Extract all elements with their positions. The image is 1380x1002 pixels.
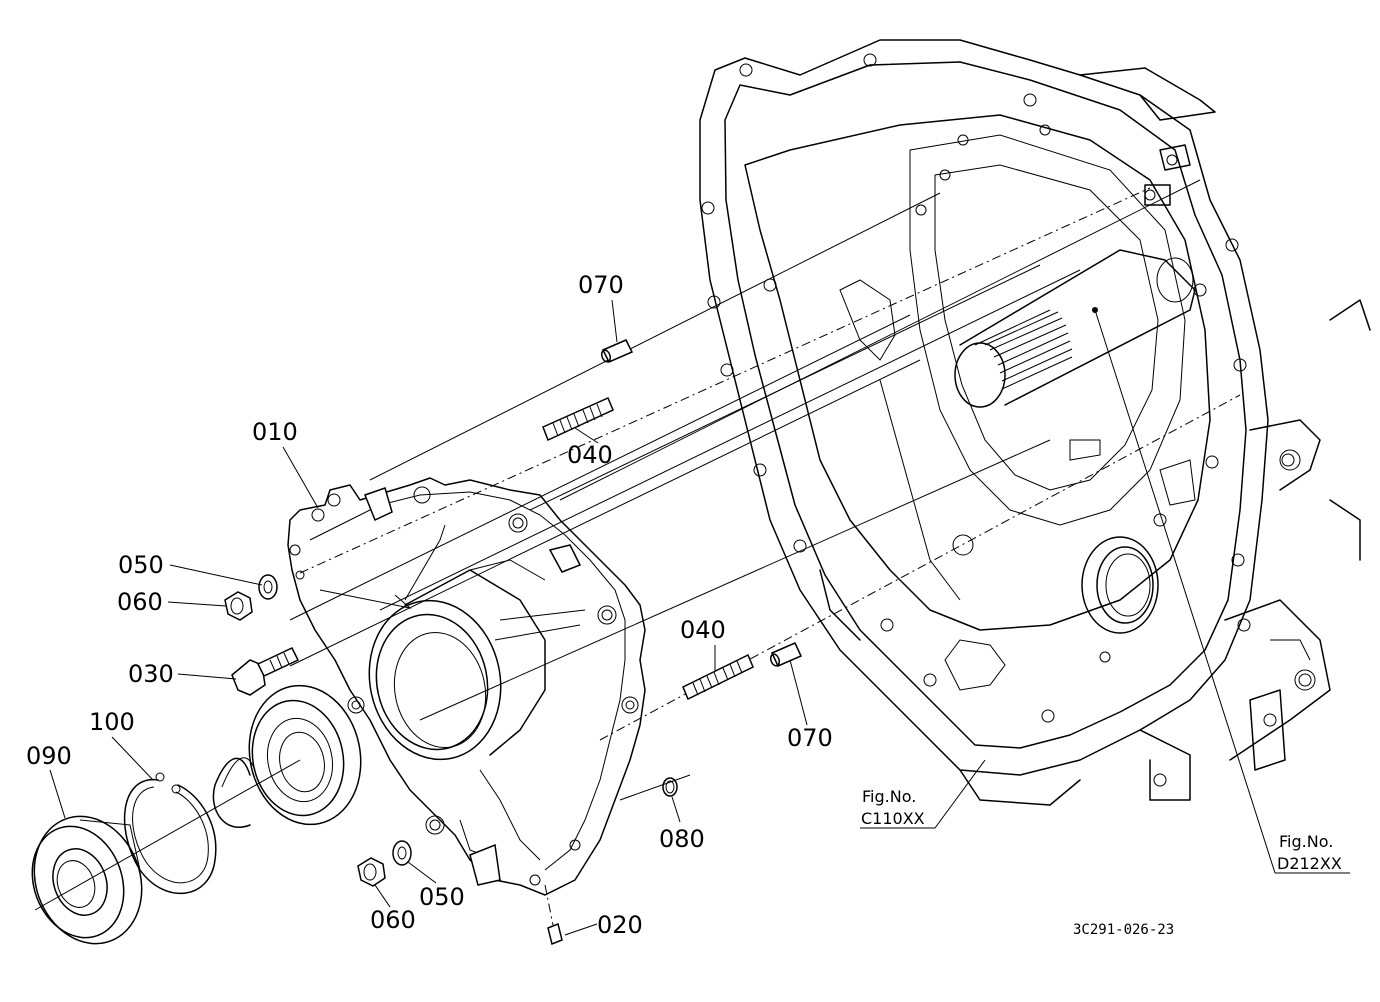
drain-plug-020 xyxy=(544,884,563,946)
assembly-centerlines xyxy=(34,179,1241,911)
fig-ref-d212xx-code: D212XX xyxy=(1277,854,1342,873)
callout-070-lower: 070 xyxy=(787,724,833,752)
dowel-pin-070-lower xyxy=(769,642,803,667)
callout-040-lower: 040 xyxy=(680,616,726,644)
spring-washer-050-lower xyxy=(392,840,412,866)
o-ring-080 xyxy=(662,777,678,797)
oil-seal-090 xyxy=(31,815,143,945)
spring-washer-050-upper xyxy=(258,574,278,600)
fig-ref-d212xx-label: Fig.No. xyxy=(1279,832,1333,851)
transmission-case xyxy=(699,39,1371,806)
figure-references: Fig.No. C110XX Fig.No. D212XX xyxy=(861,787,1342,873)
callout-050-upper: 050 xyxy=(118,551,164,579)
callout-050-lower: 050 xyxy=(419,883,465,911)
nut-060-lower xyxy=(357,857,386,887)
ball-bearing xyxy=(248,684,362,826)
drawing-code: 3C291-026-23 xyxy=(1073,922,1174,938)
stud-bolt-040-lower xyxy=(682,653,754,701)
fig-ref-c110xx-code: C110XX xyxy=(861,809,925,828)
callout-040-upper: 040 xyxy=(567,441,613,469)
callout-030: 030 xyxy=(128,660,174,688)
snap-ring-small xyxy=(212,757,256,828)
callout-090: 090 xyxy=(26,742,72,770)
callout-060-lower: 060 xyxy=(370,906,416,934)
callout-070-upper: 070 xyxy=(578,271,624,299)
nut-060-upper xyxy=(224,591,253,621)
cover-010 xyxy=(287,477,646,896)
bolt-030 xyxy=(231,647,300,696)
callout-010: 010 xyxy=(252,418,298,446)
callout-060-upper: 060 xyxy=(117,588,163,616)
callout-080: 080 xyxy=(659,825,705,853)
callout-100: 100 xyxy=(89,708,135,736)
callout-020: 020 xyxy=(597,911,643,939)
internal-snap-ring-100 xyxy=(123,772,217,895)
leader-lines xyxy=(49,299,1350,936)
stud-bolt-040-upper xyxy=(542,397,614,442)
fig-ref-c110xx-label: Fig.No. xyxy=(862,787,916,806)
callout-labels: 070 040 010 050 060 030 100 090 040 070 … xyxy=(26,271,833,939)
dowel-pin-070-upper xyxy=(600,339,634,363)
